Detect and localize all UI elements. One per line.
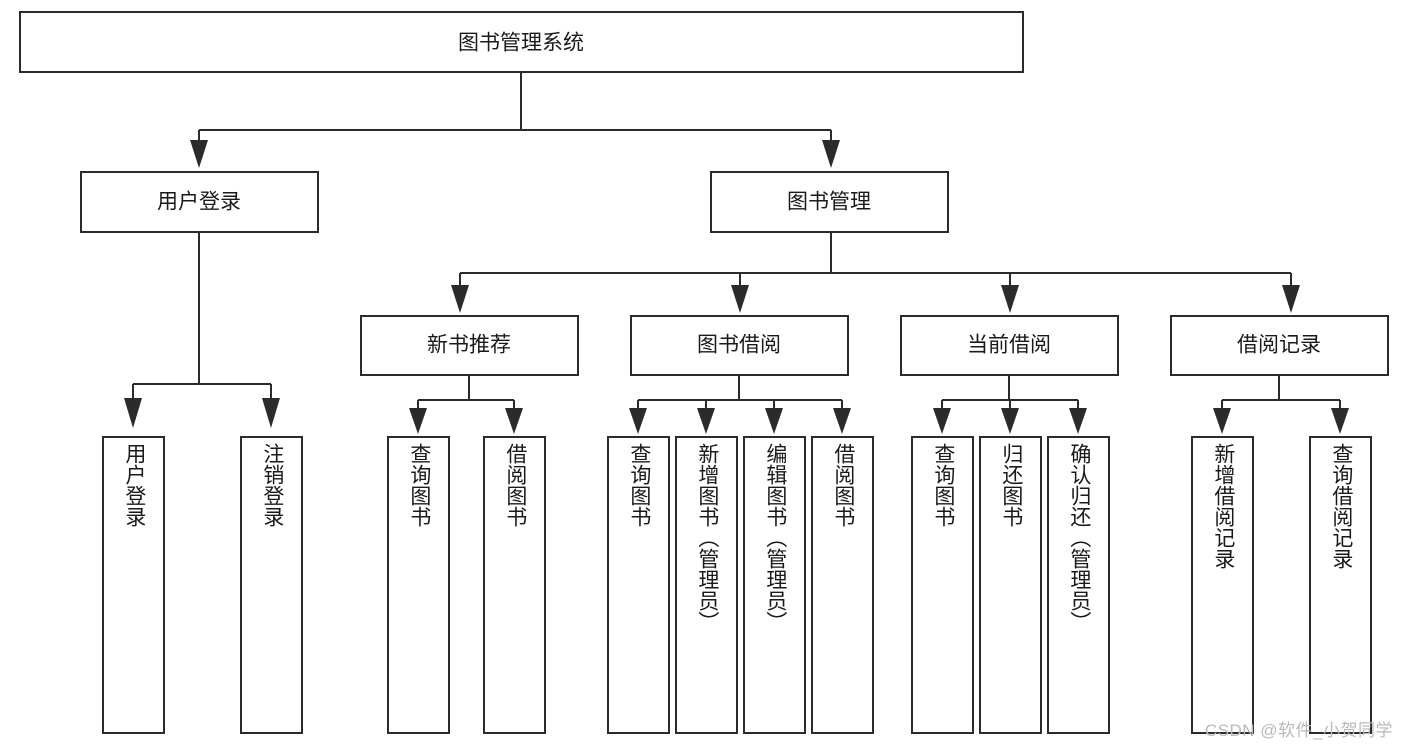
node-book-management-box[interactable] — [709, 170, 950, 234]
node-root-label: 图书管理系统 — [458, 32, 584, 55]
leaf-box[interactable] — [674, 435, 739, 735]
connector-borrowrecord-to-leaves — [1213, 375, 1349, 434]
node-borrow-record-label: 借阅记录 — [1237, 334, 1321, 357]
connector-bookborrow-to-leaves — [629, 375, 851, 434]
node-user-login-label: 用户登录 — [157, 191, 241, 214]
node-current-borrow-label: 当前借阅 — [967, 334, 1051, 357]
connector-bookmgmt-to-level3 — [451, 232, 1300, 313]
csdn-watermark: CSDN @软件_小贺同学 — [1204, 721, 1393, 740]
leaf-box[interactable] — [482, 435, 547, 735]
node-current-borrow-box[interactable] — [899, 314, 1120, 377]
node-root-box[interactable] — [18, 10, 1025, 74]
connector-currentborrow-to-leaves — [933, 375, 1087, 434]
node-book-management-label: 图书管理 — [787, 191, 871, 214]
node-new-book-recommend-label: 新书推荐 — [427, 334, 511, 357]
leaf-box[interactable] — [386, 435, 451, 735]
leaf-box[interactable] — [978, 435, 1043, 735]
leaf-box[interactable] — [239, 435, 304, 735]
connector-userlogin-to-leaves — [124, 232, 280, 428]
node-borrow-record-box[interactable] — [1169, 314, 1390, 377]
node-book-borrow-box[interactable] — [629, 314, 850, 377]
node-book-borrow-label: 图书借阅 — [697, 334, 781, 357]
leaf-box[interactable] — [1190, 435, 1255, 735]
leaf-box[interactable] — [910, 435, 975, 735]
connector-newbook-to-leaves — [409, 375, 523, 434]
node-user-login-box[interactable] — [79, 170, 320, 234]
connector-root-to-level2 — [190, 72, 840, 168]
leaf-box[interactable] — [1046, 435, 1111, 735]
leaf-box[interactable] — [101, 435, 166, 735]
leaf-box[interactable] — [810, 435, 875, 735]
leaf-box[interactable] — [742, 435, 807, 735]
leaf-box[interactable] — [606, 435, 671, 735]
leaf-box[interactable] — [1308, 435, 1373, 735]
node-new-book-recommend-box[interactable] — [359, 314, 580, 377]
